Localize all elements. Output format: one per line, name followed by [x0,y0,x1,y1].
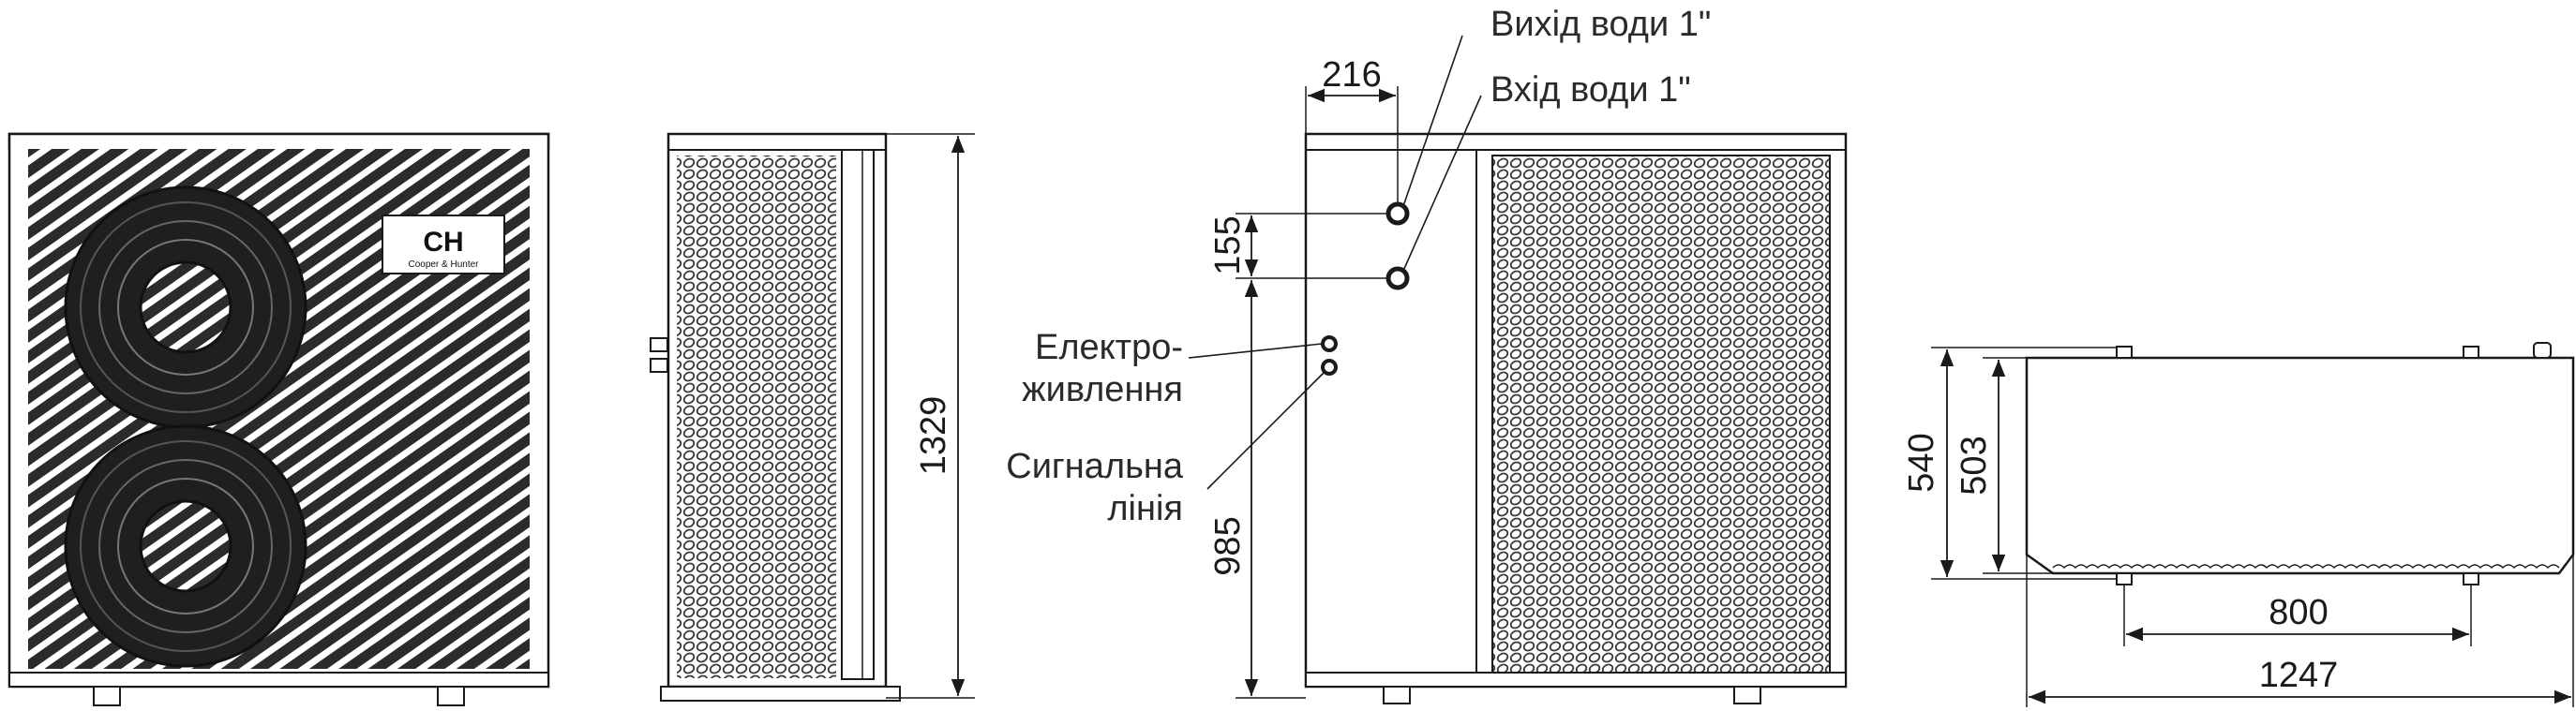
side-height-dim-text: 1329 [914,396,953,476]
side-view-connector-upper [650,337,668,352]
power-leader [1188,343,1323,359]
front-view-base [8,672,549,688]
mount-width-dim-text: 800 [2269,593,2328,632]
water-inlet-label: Вхід води 1" [1490,70,1691,110]
pipe-spacing-dim-text: 155 [1208,215,1248,274]
signal-label-line2: лінія [1107,489,1183,528]
water-outlet-leader [1402,35,1463,207]
rear-view-grille [1491,155,1831,677]
rear-view: 216 155 985 Вихід води 1" Вхід води 1" Е… [1006,5,1848,704]
side-view-connector-lower [650,358,668,373]
width-dim-text: 1247 [2259,656,2339,695]
water-outlet-port [1385,201,1410,226]
water-outlet-label: Вихід води 1" [1490,5,1711,44]
brand-logo-subtext: Cooper & Hunter [408,259,479,270]
side-view-edge-panel [841,149,875,680]
water-inlet-leader [1402,95,1482,272]
upper-fan [64,185,307,429]
top-mount-tab-5 [2463,572,2479,585]
mount-depth-dim-text: 503 [1954,436,1994,495]
depth-dim-text: 540 [1902,433,1941,492]
water-inlet-port [1385,266,1410,290]
side-view: 1329 [650,132,975,702]
top-mount-tab-1 [2116,346,2133,359]
rear-view-foot-left [1383,686,1411,704]
top-mount-tab-4 [2116,572,2133,585]
front-view: CH Cooper & Hunter [7,132,550,706]
top-mount-tab-2 [2463,346,2479,359]
side-view-grille [677,156,836,678]
top-mount-tab-3 [2533,342,2552,359]
lower-height-dim-text: 985 [1208,516,1248,575]
signal-label-line1: Сигнальна [1006,447,1184,486]
top-view: 540 503 800 1247 [1902,342,2575,707]
brand-logo: CH Cooper & Hunter [382,215,505,274]
power-label-line2: живлення [1022,370,1183,409]
side-view-base-bracket [660,686,901,702]
rear-view-base [1305,672,1847,688]
power-label-line1: Електро- [1035,328,1183,367]
top-view-outline [2025,356,2575,575]
lower-fan-hub [139,499,232,593]
upper-fan-hub [139,260,232,354]
signal-cable-gland [1321,359,1338,376]
front-view-foot-right [437,686,465,706]
pipe-offset-dim-text: 216 [1322,55,1381,95]
power-cable-gland [1321,335,1338,352]
front-view-foot-left [93,686,121,706]
brand-logo-text: CH [423,227,463,258]
signal-leader [1206,372,1325,490]
rear-view-foot-right [1733,686,1761,704]
lower-fan [64,424,307,668]
top-view-fin-edge [2052,564,2560,570]
